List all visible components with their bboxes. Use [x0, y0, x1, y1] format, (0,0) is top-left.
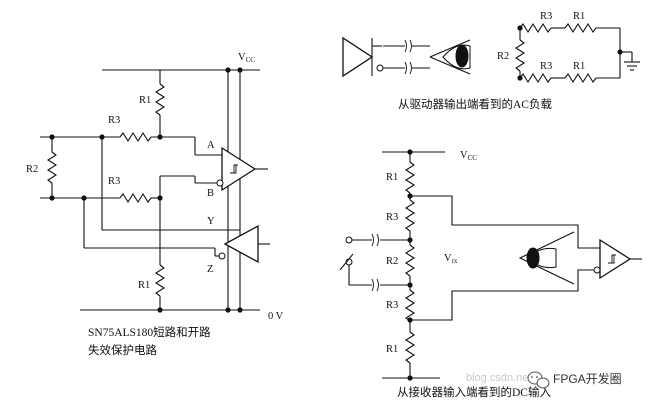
ac-label-r3-bottom: R3: [540, 61, 552, 72]
label-vcc: VCC: [238, 52, 255, 64]
dc-label-vcc: VCC: [460, 150, 477, 162]
label-r2: R2: [26, 164, 38, 175]
label-r1-bottom: R1: [138, 280, 150, 291]
dc-input-diagram: VCC R1 R3 R2 R3 R1 Vrx 从接收器输入端看到的DC输入: [339, 149, 642, 399]
ac-label-r2: R2: [497, 51, 509, 62]
label-r3-top: R3: [108, 115, 120, 126]
ac-resistor-r1-bottom: [564, 72, 597, 84]
ac-resistor-r3-bottom: [519, 72, 552, 84]
label-r1-top: R1: [139, 95, 151, 106]
ac-label-r1-bottom: R1: [573, 61, 585, 72]
ac-label-r1-top: R1: [573, 11, 585, 22]
line-break-top: [404, 39, 412, 53]
driver-triangle-icon: [223, 224, 259, 264]
label-pin-z: Z: [207, 264, 213, 275]
label-pin-b: B: [207, 188, 214, 199]
failsafe-circuit: VCC R1 R3 R3 R2 R1 A B Y Z 0 V SN75ALS18…: [26, 52, 284, 357]
ac-load-diagram: R3 R1 R2 R3 R1 从驱动器输出端看到的AC负载: [342, 11, 640, 111]
dc-label-r1-bottom: R1: [386, 344, 398, 355]
caption-left-line1: SN75ALS180短路和开路: [88, 325, 211, 339]
eye-icon: [518, 231, 575, 285]
label-vrx: Vrx: [444, 253, 458, 265]
caption-dc-input: 从接收器输入端看到的DC输入: [397, 385, 551, 399]
line-break-bottom: [404, 61, 412, 75]
switch-lever: [339, 253, 354, 271]
resistor-r1-top: [154, 83, 166, 116]
dc-label-r2: R2: [386, 256, 398, 267]
dc-label-r3-top: R3: [386, 212, 398, 223]
driver-buffer-triangle-icon: [342, 36, 374, 78]
input-terminal-top: [345, 236, 353, 244]
resistor-r3-bottom: [119, 192, 152, 204]
label-r3-bottom: R3: [108, 176, 120, 187]
dc-label-r1-top: R1: [386, 172, 398, 183]
label-pin-a: A: [207, 140, 215, 151]
inverting-input-bubble-icon: [216, 179, 224, 187]
dc-resistor-r1-top: [404, 161, 416, 194]
label-pin-y: Y: [207, 216, 215, 227]
watermark-faint-url: blog.csdn.net: [466, 372, 531, 384]
dc-label-r3-bottom: R3: [386, 300, 398, 311]
watermark: blog.csdn.net FPGA开发圈: [466, 371, 622, 389]
resistor-r3-top: [119, 131, 152, 143]
eye-icon: [429, 39, 471, 75]
caption-ac-load: 从驱动器输出端看到的AC负载: [398, 97, 552, 111]
dc-resistor-r3-top: [404, 199, 416, 232]
resistor-r2: [46, 151, 58, 184]
dc-resistor-r2: [404, 244, 416, 277]
dc-resistor-r1-bottom: [404, 331, 416, 364]
dc-resistor-r3-bottom: [404, 289, 416, 322]
ground-icon: [624, 52, 640, 71]
ac-label-r3-top: R3: [540, 11, 552, 22]
caption-left-line2: 失效保护电路: [88, 343, 157, 357]
wechat-icon: [527, 371, 550, 389]
receiver-schmitt-gate-icon: [221, 146, 257, 192]
ac-resistor-r2: [514, 39, 526, 72]
ac-resistor-r1-top: [564, 22, 597, 34]
ac-resistor-r3-top: [519, 22, 552, 34]
watermark-brand: FPGA开发圈: [553, 371, 622, 386]
resistor-r1-bottom: [154, 264, 166, 297]
dc-receiver-schmitt-gate-icon: [599, 238, 632, 280]
label-ground: 0 V: [268, 311, 284, 322]
